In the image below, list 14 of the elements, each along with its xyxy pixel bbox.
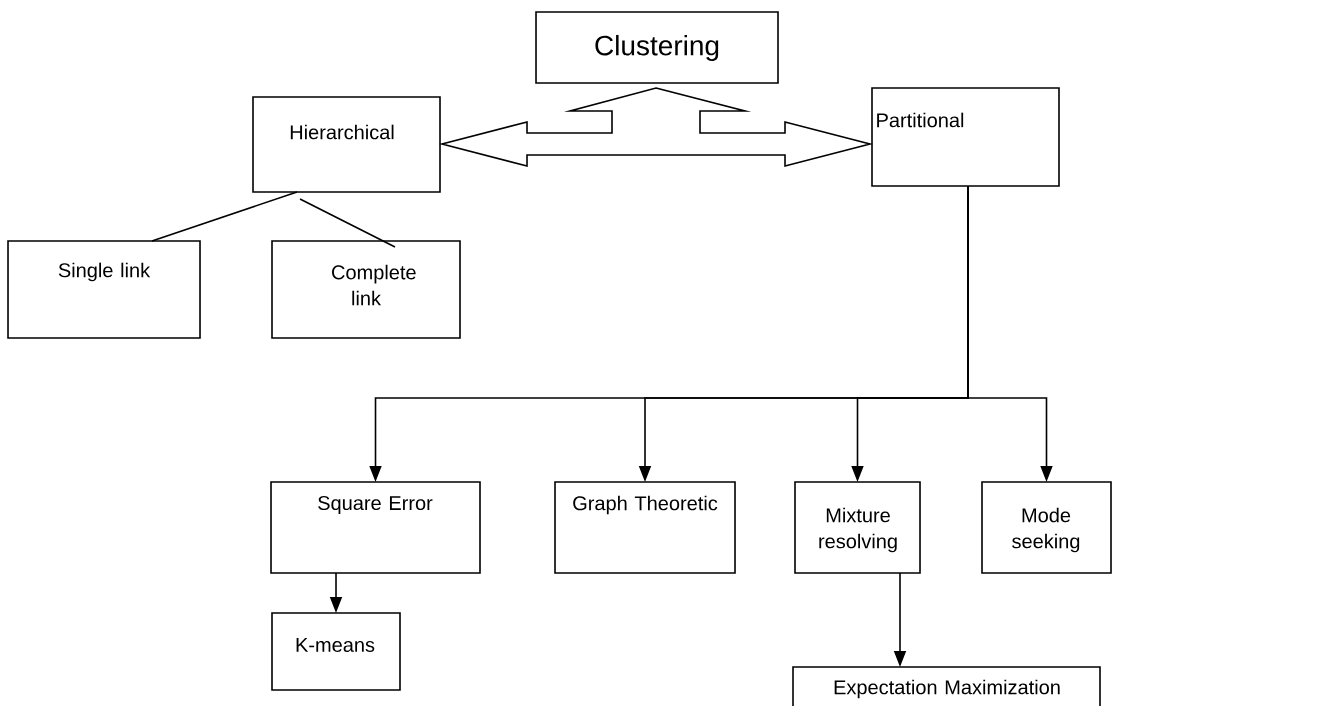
connector bbox=[299, 198, 396, 248]
process-box: Single link bbox=[7, 240, 201, 339]
block-arrow bbox=[438, 87, 874, 168]
process-box: Mode seeking bbox=[981, 481, 1112, 574]
process-box: Mixture resolving bbox=[794, 481, 921, 574]
connector bbox=[151, 191, 298, 242]
process-box: Complete link bbox=[271, 240, 461, 339]
process-box: Hierarchical bbox=[252, 96, 441, 193]
process-box: Square Error bbox=[270, 481, 481, 574]
process-box: Expectation Maximization bbox=[792, 666, 1101, 706]
process-box: Graph Theoretic bbox=[554, 481, 736, 574]
process-box: Partitional bbox=[871, 87, 1060, 187]
process-box: Clustering bbox=[535, 11, 779, 84]
process-box: K-means bbox=[271, 612, 401, 691]
